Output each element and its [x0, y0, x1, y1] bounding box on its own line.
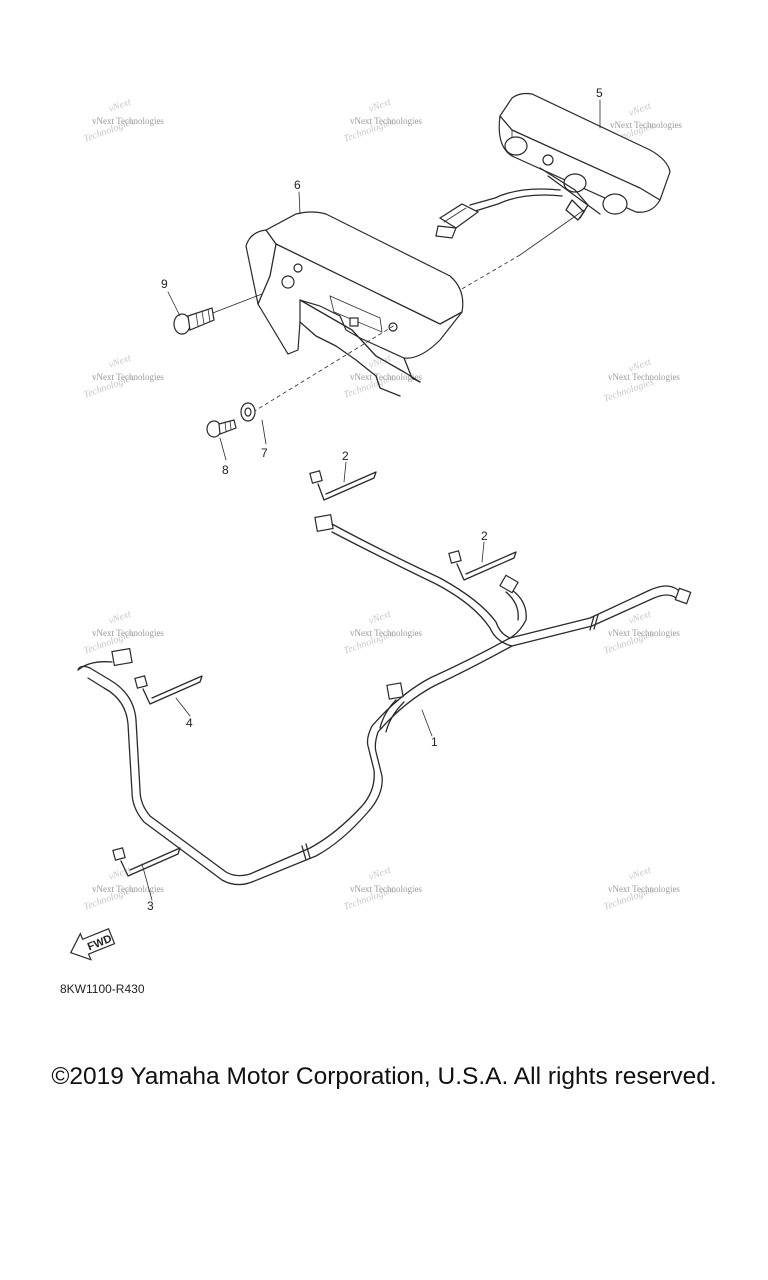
- callout-numbers: 5 6 9 7 8 2 2 4 1 3: [147, 86, 603, 913]
- parts-diagram: vNext Technologies vNext Technologies vN…: [69, 86, 692, 961]
- svg-text:vNext Technologies: vNext Technologies: [92, 628, 164, 638]
- callout-8: 8: [222, 463, 229, 477]
- part-2-cable-tie: [448, 550, 517, 581]
- diagram-part-code: 8KW1100-R430: [60, 982, 145, 996]
- part-8-screw: [206, 419, 237, 438]
- copyright-notice: ©2019 Yamaha Motor Corporation, U.S.A. A…: [51, 1063, 717, 1090]
- part-5-meter-assembly: [435, 92, 671, 239]
- watermark: vNext Technologies vNext Technologies: [342, 865, 422, 913]
- svg-text:vNext Technologies: vNext Technologies: [350, 884, 422, 894]
- svg-text:vNext: vNext: [107, 353, 132, 371]
- callout-2: 2: [481, 529, 488, 543]
- watermark: vNext Technologies vNext Technologies: [82, 353, 164, 401]
- svg-text:vNext: vNext: [367, 97, 392, 115]
- part-2-cable-tie: [309, 470, 377, 501]
- svg-text:vNext: vNext: [107, 97, 132, 115]
- callout-4: 4: [186, 716, 193, 730]
- callout-3: 3: [147, 899, 154, 913]
- watermark: vNext Technologies vNext Technologies: [602, 865, 680, 913]
- part-6-cover: [245, 211, 464, 397]
- part-3-clamp: [112, 847, 181, 877]
- svg-text:vNext: vNext: [367, 609, 392, 627]
- callout-2: 2: [342, 449, 349, 463]
- svg-text:vNext: vNext: [107, 609, 132, 627]
- part-7-washer: [240, 402, 256, 422]
- part-4-clamp: [134, 675, 203, 705]
- svg-text:vNext Technologies: vNext Technologies: [608, 372, 680, 382]
- assembly-line: [204, 293, 263, 317]
- svg-text:vNext: vNext: [627, 609, 652, 627]
- callout-6: 6: [294, 178, 301, 192]
- callout-1: 1: [431, 735, 438, 749]
- assembly-line: [459, 254, 521, 291]
- svg-text:vNext: vNext: [627, 101, 652, 119]
- watermark: vNext Technologies vNext Technologies: [342, 609, 422, 657]
- svg-text:vNext Technologies: vNext Technologies: [92, 116, 164, 126]
- callout-9: 9: [161, 277, 168, 291]
- callout-5: 5: [596, 86, 603, 100]
- svg-text:vNext: vNext: [627, 865, 652, 883]
- assembly-line: [519, 209, 585, 256]
- svg-text:vNext Technologies: vNext Technologies: [92, 372, 164, 382]
- watermark: vNext Technologies vNext Technologies: [602, 357, 680, 405]
- svg-text:vNext Technologies: vNext Technologies: [610, 120, 682, 130]
- watermark: vNext Technologies vNext Technologies: [82, 97, 164, 145]
- svg-text:vNext Technologies: vNext Technologies: [350, 116, 422, 126]
- watermarks: vNext Technologies vNext Technologies vN…: [82, 97, 682, 913]
- fwd-arrow-icon: FWD: [69, 928, 116, 961]
- watermark: vNext Technologies vNext Technologies: [342, 97, 422, 145]
- part-1-wire-harness: [77, 514, 692, 886]
- svg-text:vNext Technologies: vNext Technologies: [608, 628, 680, 638]
- callout-7: 7: [261, 446, 268, 460]
- svg-text:vNext Technologies: vNext Technologies: [350, 372, 422, 382]
- part-9-bolt: [173, 307, 215, 335]
- svg-text:vNext Technologies: vNext Technologies: [350, 628, 422, 638]
- svg-text:vNext Technologies: vNext Technologies: [92, 884, 164, 894]
- callout-leaders: [141, 99, 601, 901]
- svg-text:vNext: vNext: [107, 865, 132, 883]
- svg-text:vNext Technologies: vNext Technologies: [608, 884, 680, 894]
- svg-text:vNext: vNext: [367, 865, 392, 883]
- svg-text:vNext: vNext: [367, 353, 392, 371]
